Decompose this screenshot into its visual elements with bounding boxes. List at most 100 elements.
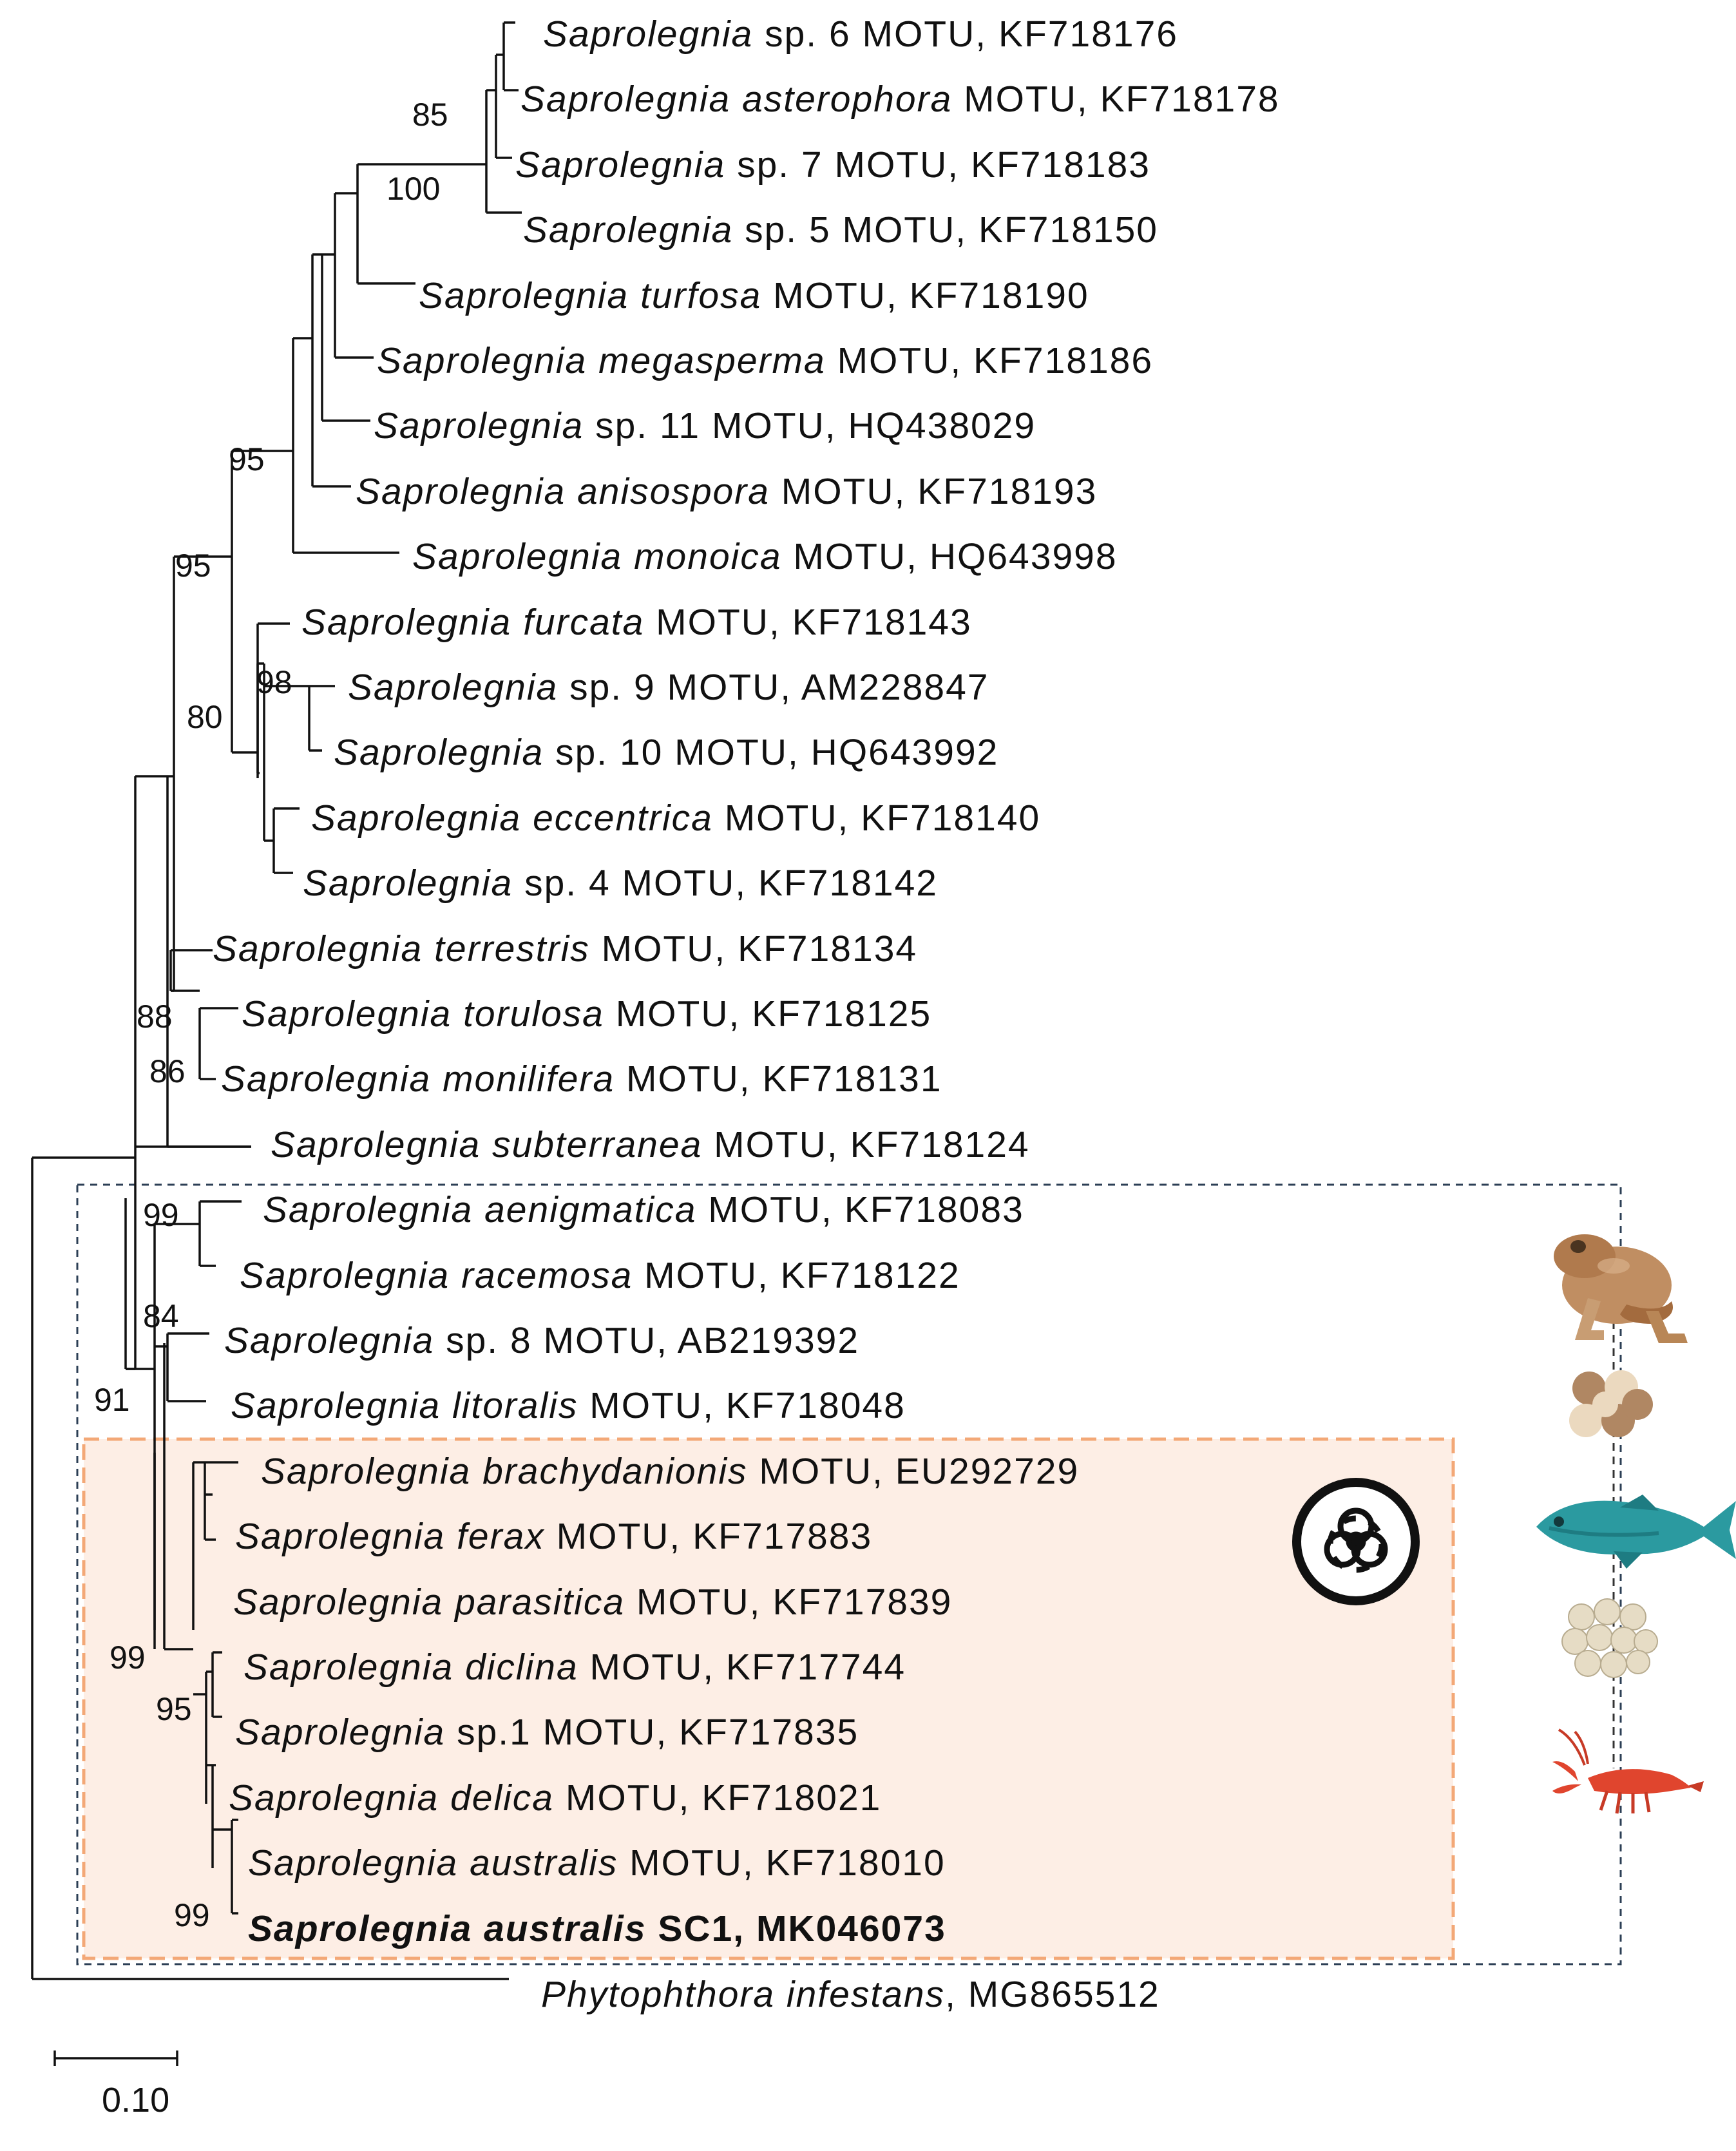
tip-epithet: monilifera xyxy=(431,1058,615,1100)
tip-epithet: monoica xyxy=(622,536,781,577)
tip-label-t22: Saprolegnia litoralis MOTU, KF718048 xyxy=(231,1385,906,1426)
support-value: 95 xyxy=(229,441,265,477)
support-value: 95 xyxy=(175,548,211,584)
tip-label-t4: Saprolegnia sp. 5 MOTU, KF718150 xyxy=(523,209,1158,251)
tip-label-t8: Saprolegnia anisospora MOTU, KF718193 xyxy=(356,471,1097,512)
tip-accession: sp. 9 MOTU, AM228847 xyxy=(558,667,989,708)
tip-epithet: anisospora xyxy=(566,471,770,512)
tree-branches-lower xyxy=(124,1198,242,1915)
tip-label-t20: Saprolegnia racemosa MOTU, KF718122 xyxy=(240,1255,960,1296)
eggs-cluster-icon xyxy=(1569,1370,1653,1437)
tip-genus: Saprolegnia xyxy=(231,1385,441,1426)
tip-label-t30: Saprolegnia australis SC1, MK046073 xyxy=(248,1908,946,1949)
tip-label-t28: Saprolegnia delica MOTU, KF718021 xyxy=(229,1777,881,1819)
tip-genus: Saprolegnia xyxy=(221,1058,431,1100)
tip-genus: Saprolegnia xyxy=(419,275,629,316)
tip-accession: MOTU, KF718048 xyxy=(578,1385,905,1426)
tip-genus: Saprolegnia xyxy=(515,144,725,186)
tip-accession: MOTU, KF718083 xyxy=(696,1189,1024,1230)
support-value: 88 xyxy=(137,999,173,1035)
support-value: 85 xyxy=(412,97,448,133)
support-value: 100 xyxy=(386,171,440,207)
tip-epithet: australis xyxy=(472,1908,646,1949)
tip-label-t3: Saprolegnia sp. 7 MOTU, KF718183 xyxy=(515,144,1150,186)
tip-accession: MOTU, KF718140 xyxy=(713,798,1040,839)
tip-accession: sp. 10 MOTU, HQ643992 xyxy=(544,732,998,773)
tip-genus: Saprolegnia xyxy=(311,798,521,839)
biohazard-icon xyxy=(1292,1478,1420,1605)
support-value: 84 xyxy=(143,1298,179,1334)
tip-genus: Saprolegnia xyxy=(242,993,452,1035)
tip-genus: Saprolegnia xyxy=(248,1908,472,1949)
tip-genus: Saprolegnia xyxy=(261,1451,471,1492)
tip-genus: Saprolegnia xyxy=(377,340,587,381)
tip-label-t11: Saprolegnia sp. 9 MOTU, AM228847 xyxy=(348,667,989,708)
fish-eggs-icon xyxy=(1561,1598,1658,1678)
tip-accession: MOTU, KF718021 xyxy=(554,1777,881,1819)
tip-label-t27: Saprolegnia sp.1 MOTU, KF717835 xyxy=(235,1712,859,1753)
tip-accession: SC1, MK046073 xyxy=(647,1908,946,1949)
tip-accession: sp. 8 MOTU, AB219392 xyxy=(434,1320,859,1361)
tip-accession: MOTU, KF718010 xyxy=(618,1842,945,1884)
tip-accession: MOTU, KF717839 xyxy=(625,1582,952,1623)
tip-accession: MOTU, KF718131 xyxy=(615,1058,942,1100)
tip-accession: sp. 11 MOTU, HQ438029 xyxy=(584,405,1036,446)
tip-genus: Saprolegnia xyxy=(334,732,544,773)
tip-genus: Saprolegnia xyxy=(412,536,622,577)
tip-accession: MOTU, HQ643998 xyxy=(782,536,1118,577)
crayfish-icon xyxy=(1552,1728,1704,1814)
tip-genus: Saprolegnia xyxy=(263,1189,473,1230)
frog-icon xyxy=(1554,1234,1688,1343)
tip-label-t24: Saprolegnia ferax MOTU, KF717883 xyxy=(235,1516,872,1557)
tip-epithet: litoralis xyxy=(441,1385,578,1426)
tip-genus: Saprolegnia xyxy=(543,14,753,55)
tip-accession: MOTU, KF718178 xyxy=(952,79,1279,120)
tip-epithet: australis xyxy=(458,1842,618,1884)
support-values: 85 100 95 95 80 98 88 86 99 84 91 99 95 … xyxy=(94,97,448,1933)
tip-label-t19: Saprolegnia aenigmatica MOTU, KF718083 xyxy=(263,1189,1024,1230)
tip-label-t21: Saprolegnia sp. 8 MOTU, AB219392 xyxy=(224,1320,859,1361)
tip-epithet: aenigmatica xyxy=(473,1189,696,1230)
tip-accession: sp. 5 MOTU, KF718150 xyxy=(733,209,1158,251)
tip-label-t17: Saprolegnia monilifera MOTU, KF718131 xyxy=(221,1058,942,1100)
support-value: 95 xyxy=(156,1691,192,1727)
tip-epithet: terrestris xyxy=(423,928,590,970)
tip-label-t29: Saprolegnia australis MOTU, KF718010 xyxy=(248,1842,946,1884)
tip-accession: MOTU, KF718143 xyxy=(644,602,971,643)
clade-box-outer xyxy=(76,1183,1622,1965)
tip-genus: Saprolegnia xyxy=(248,1842,458,1884)
tip-labels: Saprolegnia sp. 6 MOTU, KF718176Saproleg… xyxy=(213,14,1280,1949)
tip-genus: Saprolegnia xyxy=(229,1777,439,1819)
tip-label-t6: Saprolegnia megasperma MOTU, KF718186 xyxy=(377,340,1153,381)
tip-epithet: racemosa xyxy=(450,1255,633,1296)
scale-bar: 0.10 xyxy=(53,2051,178,2119)
tip-label-t26: Saprolegnia diclina MOTU, KF717744 xyxy=(243,1647,906,1688)
tip-genus: Saprolegnia xyxy=(224,1320,434,1361)
tip-genus: Saprolegnia xyxy=(213,928,423,970)
support-value: 99 xyxy=(174,1897,210,1933)
tip-genus: Saprolegnia xyxy=(523,209,733,251)
tip-label-t14: Saprolegnia sp. 4 MOTU, KF718142 xyxy=(303,863,938,904)
tip-genus: Saprolegnia xyxy=(520,79,730,120)
support-value: 99 xyxy=(143,1197,179,1233)
support-value: 86 xyxy=(149,1053,186,1089)
tip-label-t2: Saprolegnia asterophora MOTU, KF718178 xyxy=(520,79,1280,120)
tip-accession: sp. 7 MOTU, KF718183 xyxy=(725,144,1150,186)
tip-epithet: eccentrica xyxy=(521,798,713,839)
fish-icon xyxy=(1536,1495,1736,1569)
tip-epithet: parasitica xyxy=(443,1582,625,1623)
tip-epithet: torulosa xyxy=(452,993,604,1035)
support-value: 80 xyxy=(187,699,223,735)
tip-genus: Saprolegnia xyxy=(374,405,584,446)
support-value: 99 xyxy=(110,1640,146,1676)
scale-bar-label: 0.10 xyxy=(102,2081,169,2119)
tip-label-t16: Saprolegnia torulosa MOTU, KF718125 xyxy=(242,993,931,1035)
outgroup-label: Phytophthora infestans, MG865512 xyxy=(541,1974,1160,2015)
tip-accession: MOTU, KF718122 xyxy=(633,1255,960,1296)
tip-accession: MOTU, KF718125 xyxy=(604,993,931,1035)
tip-genus: Saprolegnia xyxy=(301,602,511,643)
tip-epithet: ferax xyxy=(445,1516,545,1557)
tip-epithet: furcata xyxy=(511,602,644,643)
tip-accession: MOTU, KF718186 xyxy=(826,340,1153,381)
